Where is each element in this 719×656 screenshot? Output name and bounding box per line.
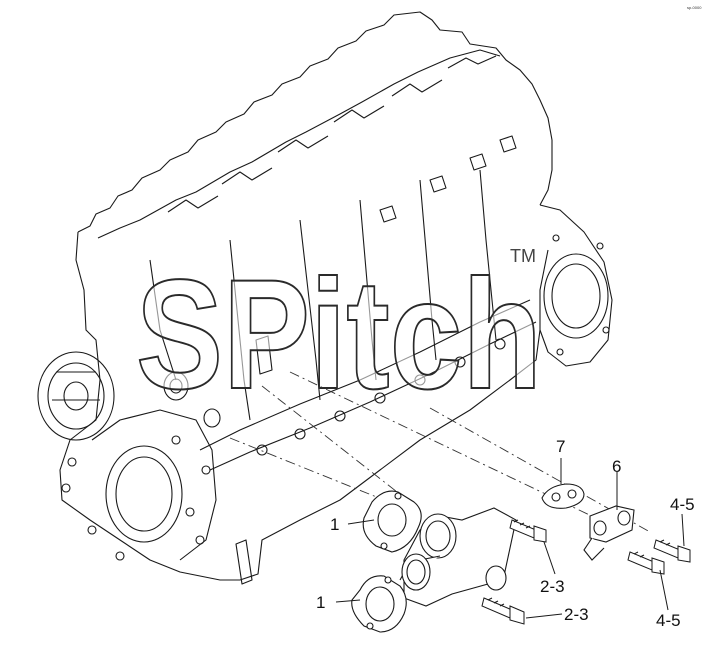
gasket-lower [351, 575, 407, 633]
callout-2-3-lower: 2-3 [564, 605, 589, 624]
bolt-right-upper [653, 539, 691, 563]
bolt-upper [509, 519, 547, 543]
bolt-lower [481, 597, 525, 625]
small-gasket [541, 483, 585, 509]
watermark-trademark: TM [510, 246, 536, 266]
gasket-upper [362, 490, 422, 553]
bolt-right-lower [627, 551, 665, 575]
callout-6: 6 [612, 457, 621, 476]
callout-4-5-upper: 4-5 [670, 495, 695, 514]
watermark-text: SPitch [136, 248, 542, 422]
callout-labels: 1 1 7 6 2-3 2-3 4-5 4-5 [316, 437, 695, 630]
callout-2-3-upper: 2-3 [540, 577, 565, 596]
water-outlet-housing [399, 507, 517, 607]
callout-7: 7 [556, 437, 565, 456]
leader-lines [335, 458, 685, 619]
watermark: SPitch TM [135, 246, 543, 423]
corner-code: sp-0000 [687, 5, 702, 10]
callout-4-5-lower: 4-5 [656, 611, 681, 630]
callout-1-lower: 1 [316, 593, 325, 612]
outlet-flange [583, 505, 635, 561]
engine-block [37, 11, 613, 585]
callout-1-upper: 1 [330, 515, 339, 534]
